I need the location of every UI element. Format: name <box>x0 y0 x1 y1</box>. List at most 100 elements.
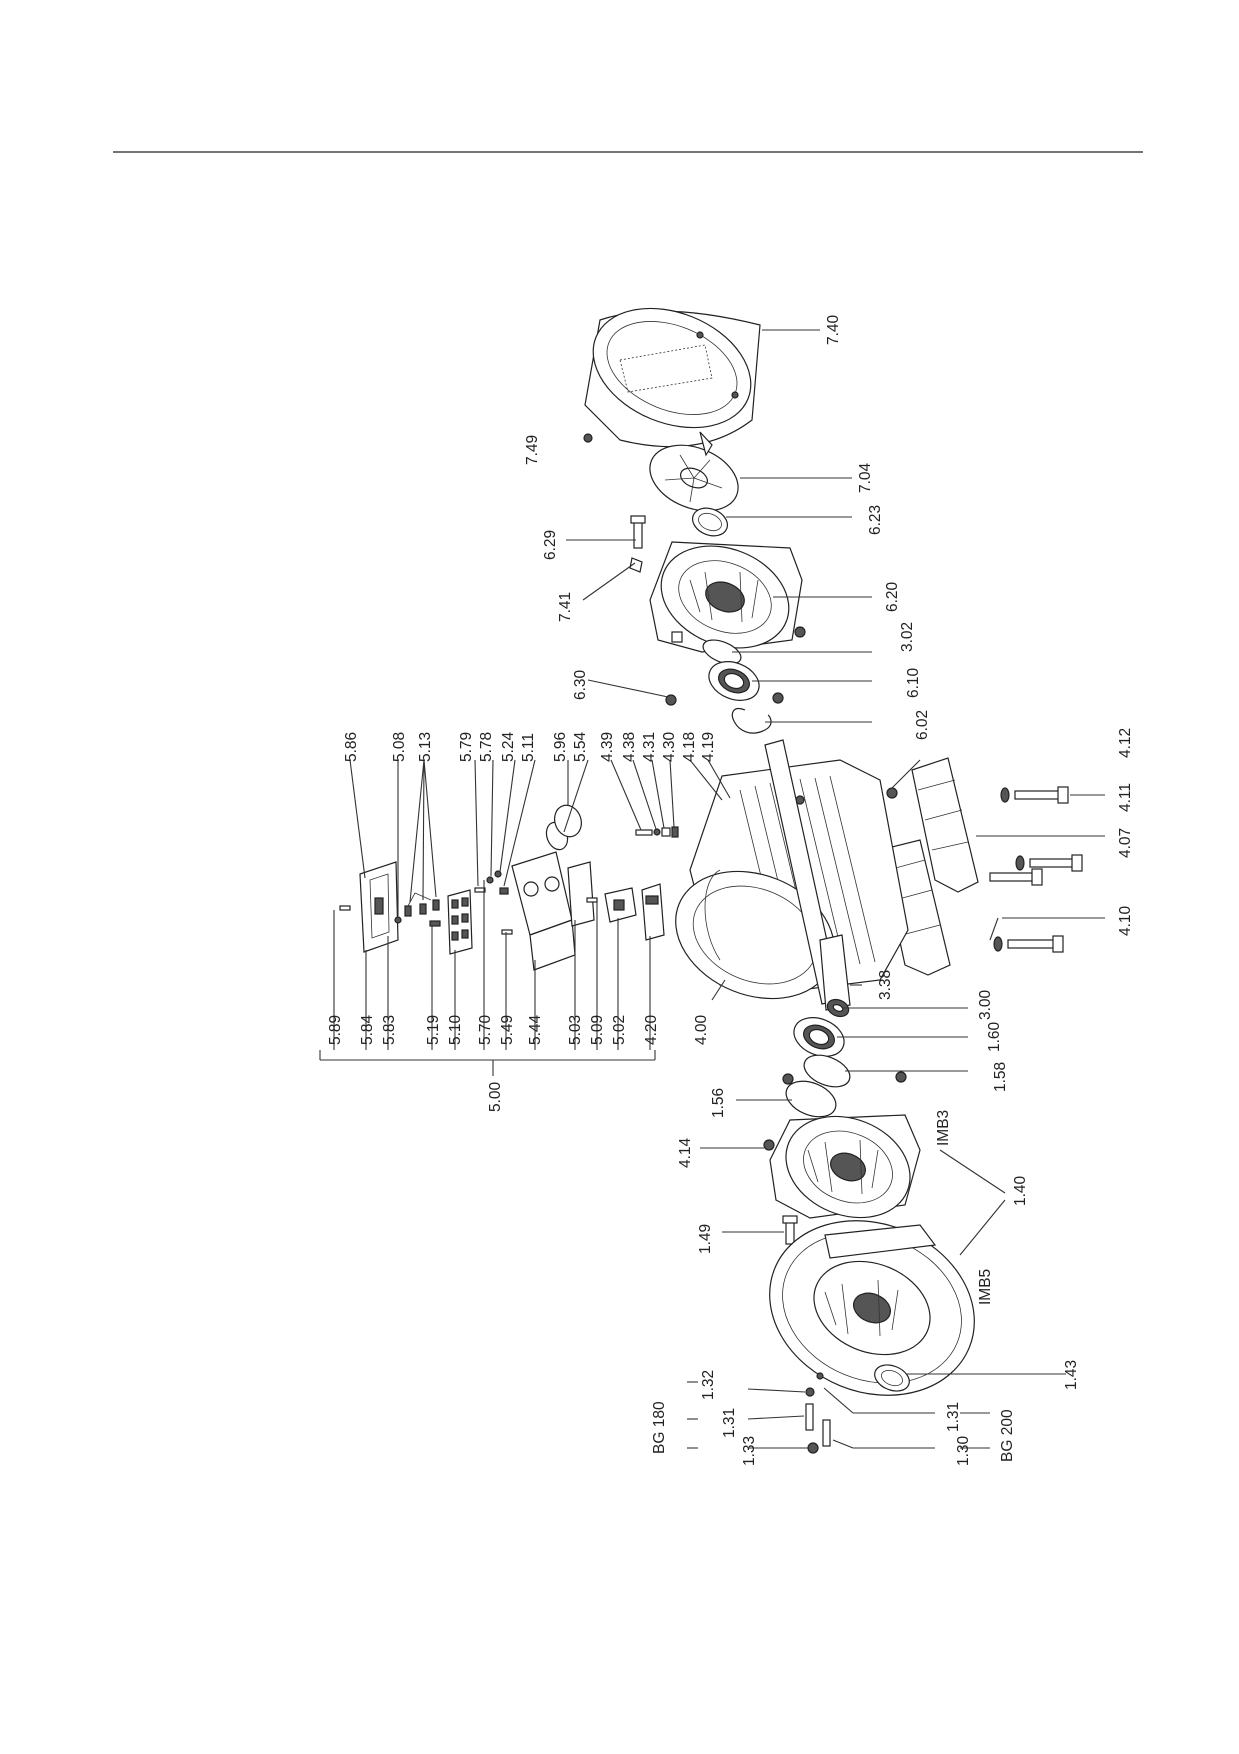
gasket-screw <box>586 897 598 903</box>
label-5-70: 5.70 <box>477 1014 494 1045</box>
label-1-56: 1.56 <box>710 1088 727 1118</box>
washer <box>805 1387 815 1397</box>
label-4-00: 4.00 <box>693 1014 710 1045</box>
label-5-83: 5.83 <box>381 1015 398 1045</box>
label-5-84: 5.84 <box>359 1014 376 1045</box>
label-5-89: 5.89 <box>327 1015 344 1045</box>
board-screw <box>429 920 441 927</box>
terminal-box-cover <box>359 861 399 953</box>
label-1-49: 1.49 <box>697 1224 714 1254</box>
cover-seal-plug <box>394 916 402 924</box>
label-4-31: 4.31 <box>641 732 658 762</box>
label-imb3: IMB3 <box>935 1110 952 1146</box>
end-shield-imb5 <box>769 1220 975 1396</box>
nde-bearing <box>708 661 760 701</box>
label-1-30: 1.30 <box>955 1435 972 1466</box>
label-1-60: 1.60 <box>986 1021 1003 1052</box>
foot-nut <box>886 787 898 799</box>
label-3-00: 3.00 <box>977 989 994 1020</box>
label-6-02: 6.02 <box>914 710 931 740</box>
label-7-41: 7.41 <box>557 592 574 622</box>
label-1-33: 1.33 <box>741 1436 758 1466</box>
end-shield-nut <box>763 1139 775 1151</box>
nde-nut <box>665 694 677 706</box>
label-bg-180: BG 180 <box>651 1401 668 1454</box>
shaft-circlip <box>702 639 742 665</box>
label-6-23: 6.23 <box>867 505 884 535</box>
label-5-19: 5.19 <box>425 1015 442 1045</box>
label-5-08: 5.08 <box>391 732 408 762</box>
label-5-79: 5.79 <box>458 732 475 762</box>
label-5-44: 5.44 <box>527 1014 544 1045</box>
fan <box>649 431 739 512</box>
terminal-box-base <box>641 883 665 941</box>
label-imb5: IMB5 <box>977 1269 994 1305</box>
box-gasket <box>567 861 595 927</box>
label-5-78: 5.78 <box>478 732 495 762</box>
label-4-12: 4.12 <box>1117 728 1134 758</box>
label-bg-200: BG 200 <box>999 1409 1016 1462</box>
end-shield-bolt <box>782 1215 798 1245</box>
seal-ring <box>785 1080 837 1118</box>
label-5-10: 5.10 <box>447 1014 464 1045</box>
label-3-38: 3.38 <box>877 970 894 1000</box>
label-5-86: 5.86 <box>343 732 360 762</box>
label-6-29: 6.29 <box>542 530 559 560</box>
cover-screw <box>339 905 351 911</box>
label-1-31-right: 1.31 <box>945 1402 962 1432</box>
label-5-24: 5.24 <box>500 731 517 762</box>
label-5-09: 5.09 <box>589 1015 606 1045</box>
wave-spring <box>803 1054 851 1088</box>
label-7-49: 7.49 <box>524 435 541 465</box>
label-1-58: 1.58 <box>992 1062 1009 1092</box>
label-7-04: 7.04 <box>857 462 874 493</box>
bearing-circlip <box>731 707 772 734</box>
terminal-fixings <box>635 826 679 838</box>
label-6-10: 6.10 <box>905 667 922 698</box>
end-shield-nde <box>649 541 806 653</box>
label-5-54: 5.54 <box>572 731 589 762</box>
label-4-19: 4.19 <box>700 732 717 762</box>
foot-bolt-upper <box>1000 786 1069 804</box>
cowl-bolt <box>630 515 646 549</box>
label-4-11: 4.11 <box>1117 783 1134 812</box>
label-7-40: 7.40 <box>825 314 842 345</box>
label-6-20: 6.20 <box>884 581 901 612</box>
fan-cowl <box>584 307 761 448</box>
stud-nut <box>807 1442 819 1454</box>
stud-bg180 <box>805 1403 814 1431</box>
label-4-07: 4.07 <box>1117 828 1134 858</box>
label-4-30: 4.30 <box>661 731 678 762</box>
label-5-96: 5.96 <box>552 732 569 762</box>
stud-bg200 <box>822 1419 831 1447</box>
label-5-02: 5.02 <box>611 1015 628 1045</box>
foot-bolt-bottom <box>993 935 1064 953</box>
cowl-bracket <box>629 557 643 573</box>
label-4-10: 4.10 <box>1117 905 1134 936</box>
de-bearing <box>793 1017 845 1057</box>
leader-lines <box>319 329 1105 1449</box>
cowl-screw <box>583 433 593 443</box>
label-3-02: 3.02 <box>899 622 916 652</box>
label-5-03: 5.03 <box>567 1015 584 1045</box>
foot-bolt-lower <box>989 868 1043 886</box>
end-shield-imb3 <box>769 1114 921 1219</box>
label-1-32: 1.32 <box>700 1370 717 1400</box>
label-4-38: 4.38 <box>621 732 638 762</box>
rotor-shaft <box>764 739 851 1018</box>
label-5-11: 5.11 <box>520 733 537 762</box>
connector-block <box>604 887 637 923</box>
label-1-31-left: 1.31 <box>721 1408 738 1438</box>
label-5-00: 5.00 <box>487 1081 504 1112</box>
terminal-board <box>447 889 473 955</box>
label-4-39: 4.39 <box>599 732 616 762</box>
terminal-box <box>511 851 576 971</box>
earth-screw <box>474 887 486 893</box>
label-1-40: 1.40 <box>1012 1175 1029 1206</box>
label-6-30: 6.30 <box>572 669 589 700</box>
part-labels: 7.40 7.49 7.04 6.23 6.29 6.20 7.41 3.02 … <box>327 314 1134 1466</box>
label-5-49: 5.49 <box>499 1015 516 1045</box>
label-4-14: 4.14 <box>677 1137 694 1168</box>
